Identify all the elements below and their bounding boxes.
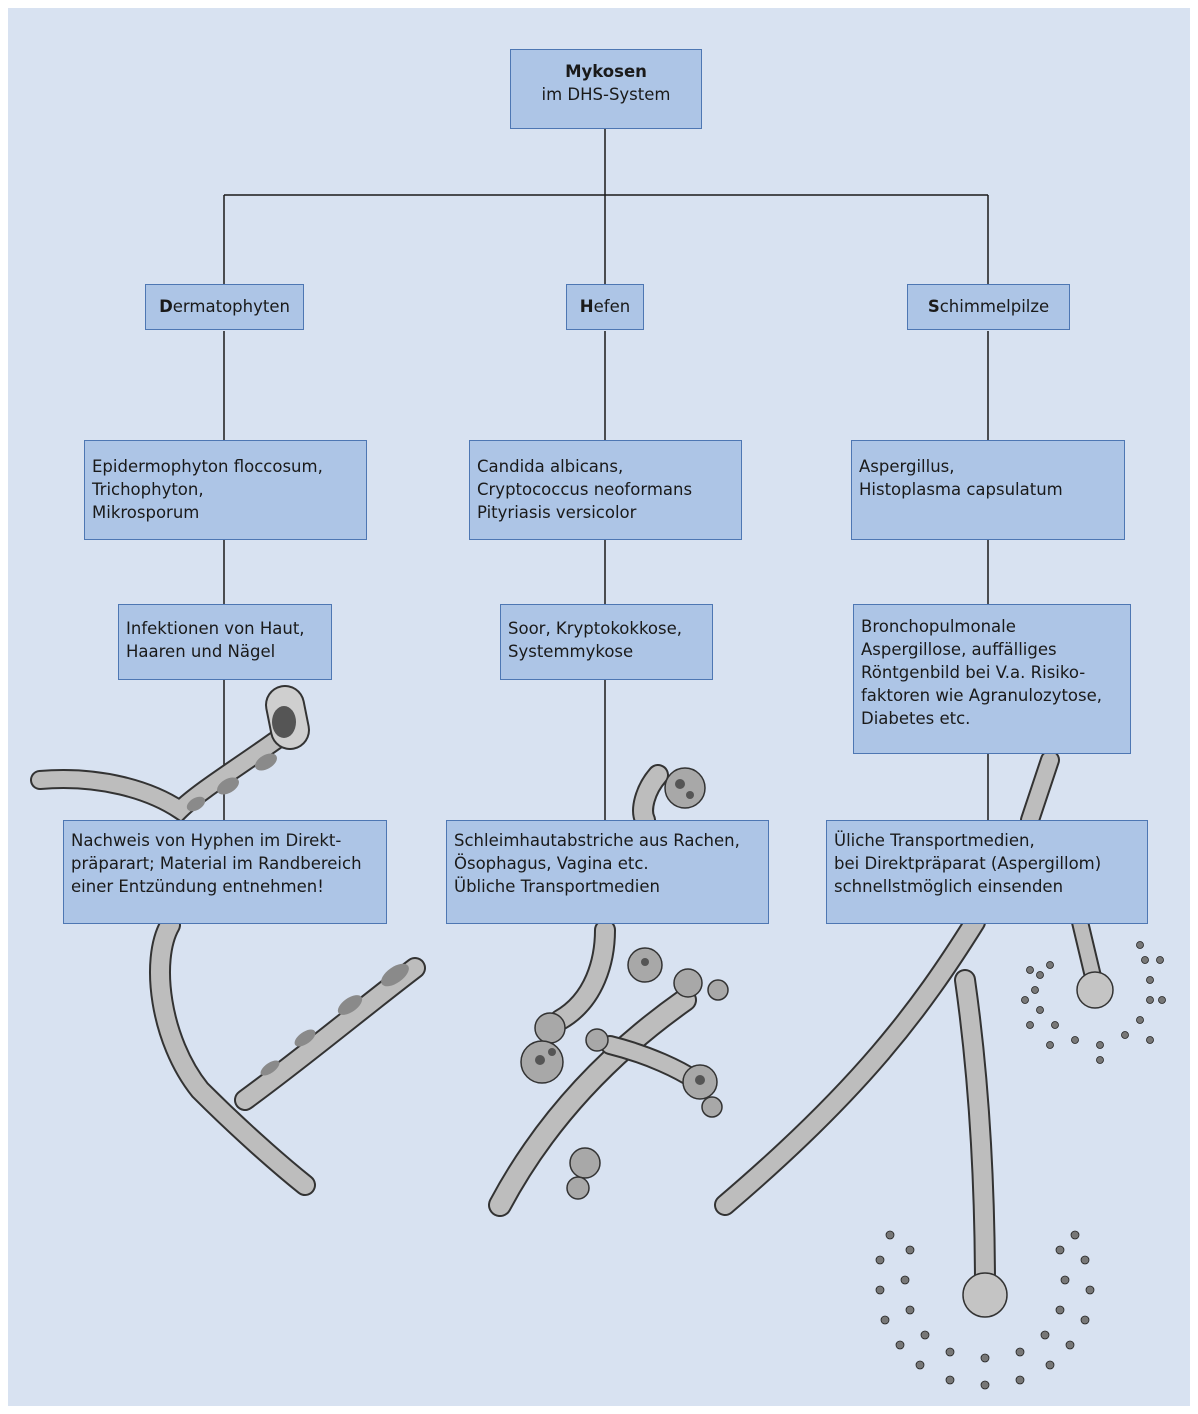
sampling-line: einer Entzündung entnehmen! xyxy=(71,877,324,896)
disease-box-hefen: Soor, Kryptokokkose, Systemmykose xyxy=(500,604,713,680)
species-box-dermatophyten: Epidermophyton floccosum, Trichophyton, … xyxy=(84,440,367,540)
category-label: chimmelpilze xyxy=(939,297,1050,316)
category-initial: H xyxy=(579,297,594,316)
conidia-head-large xyxy=(875,1230,1095,1390)
category-dermatophyten: Dermatophyten xyxy=(145,284,304,330)
category-label: efen xyxy=(593,297,631,316)
disease-line: faktoren wie Agranulozytose, xyxy=(861,686,1103,705)
species-box-hefen: Candida albicans, Cryptococcus neoforman… xyxy=(469,440,742,540)
sampling-line: Nachweis von Hyphen im Direkt- xyxy=(71,831,342,850)
species-line: Cryptococcus neoformans xyxy=(477,480,693,499)
disease-line: Diabetes etc. xyxy=(861,709,971,728)
species-line: Histoplasma capsulatum xyxy=(859,480,1063,499)
category-hefen: Hefen xyxy=(566,284,644,330)
species-line: Candida albicans, xyxy=(477,457,624,476)
category-initial: S xyxy=(927,297,940,316)
sampling-line: Übliche Transportmedien xyxy=(454,877,660,896)
disease-line: Röntgenbild bei V.a. Risiko- xyxy=(861,663,1086,682)
species-line: Aspergillus, xyxy=(859,457,955,476)
sampling-line: Schleimhautabstriche aus Rachen, xyxy=(454,831,740,850)
category-initial: D xyxy=(159,297,173,316)
yeast-illustration xyxy=(488,764,729,1217)
sampling-box-hefen: Schleimhautabstriche aus Rachen, Ösophag… xyxy=(446,820,769,924)
disease-line: Systemmykose xyxy=(508,642,634,661)
root-node-box: Mykosen im DHS-System xyxy=(510,49,702,129)
category-label: ermatophyten xyxy=(172,297,290,316)
sampling-line: bei Direktpräparat (Aspergillom) xyxy=(834,854,1102,873)
disease-line: Soor, Kryptokokkose, xyxy=(508,619,683,638)
disease-box-dermatophyten: Infektionen von Haut, Haaren und Nägel xyxy=(118,604,332,680)
disease-box-schimmelpilze: Bronchopulmonale Aspergillose, auffällig… xyxy=(853,604,1131,754)
sampling-box-dermatophyten: Nachweis von Hyphen im Direkt- präparart… xyxy=(63,820,387,924)
species-line: Mikrosporum xyxy=(92,503,200,522)
disease-line: Haaren und Nägel xyxy=(126,642,276,661)
sampling-line: Ösophagus, Vagina etc. xyxy=(454,854,649,873)
root-subtitle: im DHS-System xyxy=(541,85,671,104)
dermatophyte-hyphae-illustration xyxy=(30,685,426,1196)
aspergillus-illustration xyxy=(714,750,1166,1390)
species-line: Pityriasis versicolor xyxy=(477,503,637,522)
sampling-line: Üliche Transportmedien, xyxy=(834,831,1035,850)
category-schimmelpilze: Schimmelpilze xyxy=(907,284,1070,330)
disease-line: Bronchopulmonale xyxy=(861,617,1016,636)
sampling-line: schnellstmöglich einsenden xyxy=(834,877,1064,896)
connector-lines xyxy=(223,128,989,820)
root-title: Mykosen xyxy=(565,62,647,81)
sampling-box-schimmelpilze: Üliche Transportmedien, bei Direktpräpar… xyxy=(826,820,1148,924)
species-line: Epidermophyton floccosum, xyxy=(92,457,323,476)
species-line: Trichophyton, xyxy=(92,480,204,499)
sampling-line: präparart; Material im Randbereich xyxy=(71,854,362,873)
disease-line: Aspergillose, auffälliges xyxy=(861,640,1057,659)
species-box-schimmelpilze: Aspergillus, Histoplasma capsulatum xyxy=(851,440,1125,540)
conidia-head-small xyxy=(1021,941,1166,1064)
disease-line: Infektionen von Haut, xyxy=(126,619,305,638)
